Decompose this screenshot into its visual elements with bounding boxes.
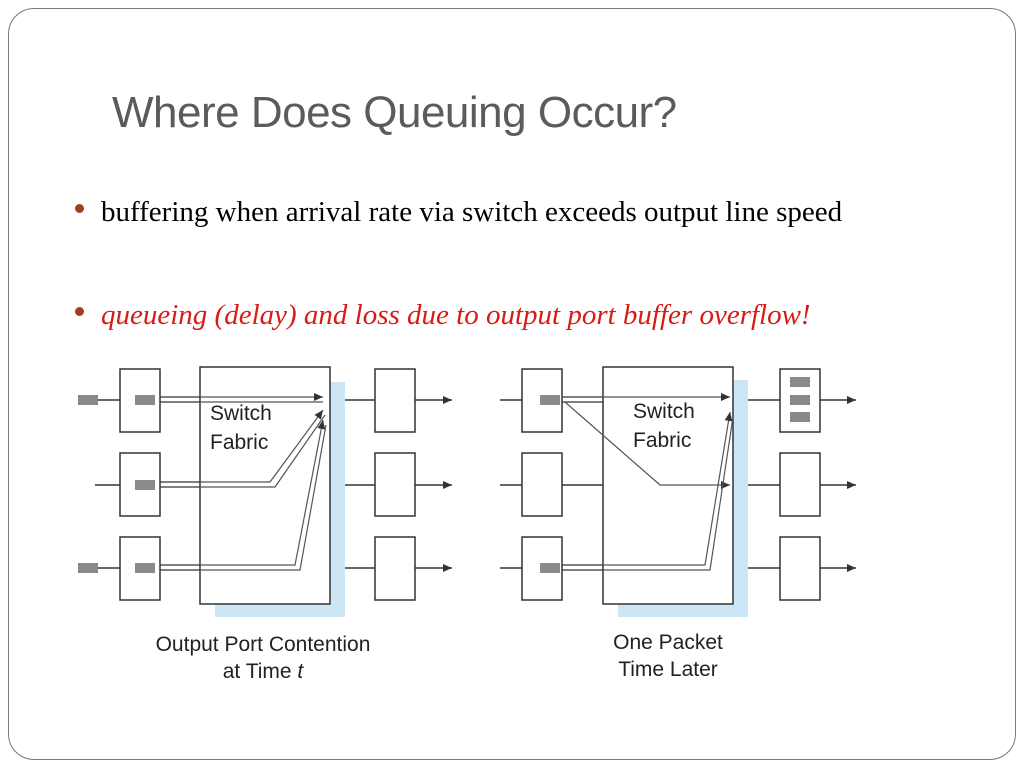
right-fabric-label-line1: Switch	[633, 400, 695, 423]
slide-frame	[8, 8, 1016, 760]
right-fabric-label-line2: Fabric	[633, 429, 691, 452]
bullet-text-2: queueing (delay) and loss due to output …	[101, 299, 811, 331]
left-caption-line1: Output Port Contention	[156, 633, 371, 656]
bullet-dot-icon	[75, 307, 84, 316]
packet	[78, 395, 98, 405]
packet	[135, 563, 155, 573]
left-caption-line2: at Time t	[223, 660, 305, 683]
slide-title: Where Does Queuing Occur?	[112, 88, 677, 137]
left-fabric-label-line1: Switch	[210, 402, 272, 425]
left-fabric-label-line2: Fabric	[210, 431, 268, 454]
left-switch-panel: Switch Fabric Output Port Contention at …	[78, 366, 452, 683]
right-caption-line1: One Packet	[613, 631, 723, 654]
right-input-port-2	[521, 452, 563, 517]
queued-packet	[790, 412, 810, 422]
left-output-port-2	[374, 452, 416, 517]
bullet-dot-icon	[75, 204, 84, 213]
packet	[135, 480, 155, 490]
packet	[135, 395, 155, 405]
packet	[540, 563, 560, 573]
right-output-port-2	[779, 452, 821, 517]
output-queuing-diagram: Switch Fabric Output Port Contention at …	[78, 366, 856, 683]
packet	[78, 563, 98, 573]
right-output-port-3	[779, 536, 821, 601]
bullet-text-1: buffering when arrival rate via switch e…	[101, 196, 843, 228]
queued-packet	[790, 377, 810, 387]
packet	[540, 395, 560, 405]
left-output-port-3	[374, 536, 416, 601]
left-output-port-1	[374, 368, 416, 433]
right-switch-panel: Switch Fabric One Packet Time Later	[500, 366, 856, 681]
right-caption-line2: Time Later	[618, 658, 718, 681]
queued-packet	[790, 395, 810, 405]
